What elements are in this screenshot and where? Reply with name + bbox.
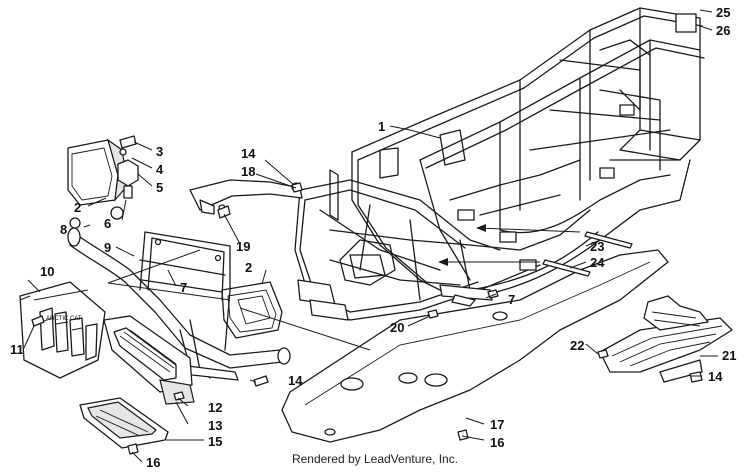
lower-skid-bracket <box>79 397 169 449</box>
callout-26: 26 <box>716 23 730 38</box>
callout-7-frame: 7 <box>508 292 515 307</box>
callout-1: 1 <box>378 119 385 134</box>
callout-8: 8 <box>60 222 67 237</box>
callout-15: 15 <box>208 434 222 449</box>
callout-25: 25 <box>716 5 730 20</box>
braces <box>542 231 633 277</box>
headlight-assembly <box>67 135 283 339</box>
callout-14-grab-bar: 14 <box>241 146 256 161</box>
hardware <box>31 182 703 455</box>
front-skid-grille <box>103 315 195 405</box>
callout-24: 24 <box>590 255 605 270</box>
svg-text:ARCTIC CAT: ARCTIC CAT <box>46 316 82 322</box>
footrest <box>599 295 733 383</box>
callout-22: 22 <box>570 338 584 353</box>
callout-20: 20 <box>390 320 404 335</box>
callout-10: 10 <box>40 264 54 279</box>
callout-18: 18 <box>241 164 255 179</box>
callout-12: 12 <box>208 400 222 415</box>
callout-3: 3 <box>156 144 163 159</box>
main-frame <box>294 7 705 321</box>
callout-2-headlight-lower: 2 <box>245 260 252 275</box>
assembly-arrows <box>19 224 581 351</box>
callout-16-bracket: 16 <box>146 455 160 470</box>
callout-23: 23 <box>590 239 604 254</box>
callout-13: 13 <box>208 418 222 433</box>
callout-21: 21 <box>722 348 736 363</box>
front-panel: ARCTIC CAT <box>19 281 106 379</box>
callout-5: 5 <box>156 180 163 195</box>
callout-11: 11 <box>10 342 24 357</box>
render-credit: Rendered by LeadVenture, Inc. <box>291 452 459 466</box>
callout-2-headlight: 2 <box>74 200 81 215</box>
callout-19: 19 <box>236 239 250 254</box>
callout-14-footrest: 14 <box>708 369 723 384</box>
callout-16-skid: 16 <box>490 435 504 450</box>
callout-9: 9 <box>104 240 111 255</box>
callout-labels: 1 2 2 3 4 5 6 7 7 8 9 10 11 12 13 14 14 … <box>10 5 736 470</box>
grab-bar <box>189 179 303 215</box>
skid-plate <box>281 249 669 443</box>
callout-14-bumper: 14 <box>288 373 303 388</box>
callout-4: 4 <box>156 162 164 177</box>
callout-7-bumper: 7 <box>180 280 187 295</box>
callout-6: 6 <box>104 216 111 231</box>
leader-lines <box>23 9 718 463</box>
callout-17: 17 <box>490 417 504 432</box>
